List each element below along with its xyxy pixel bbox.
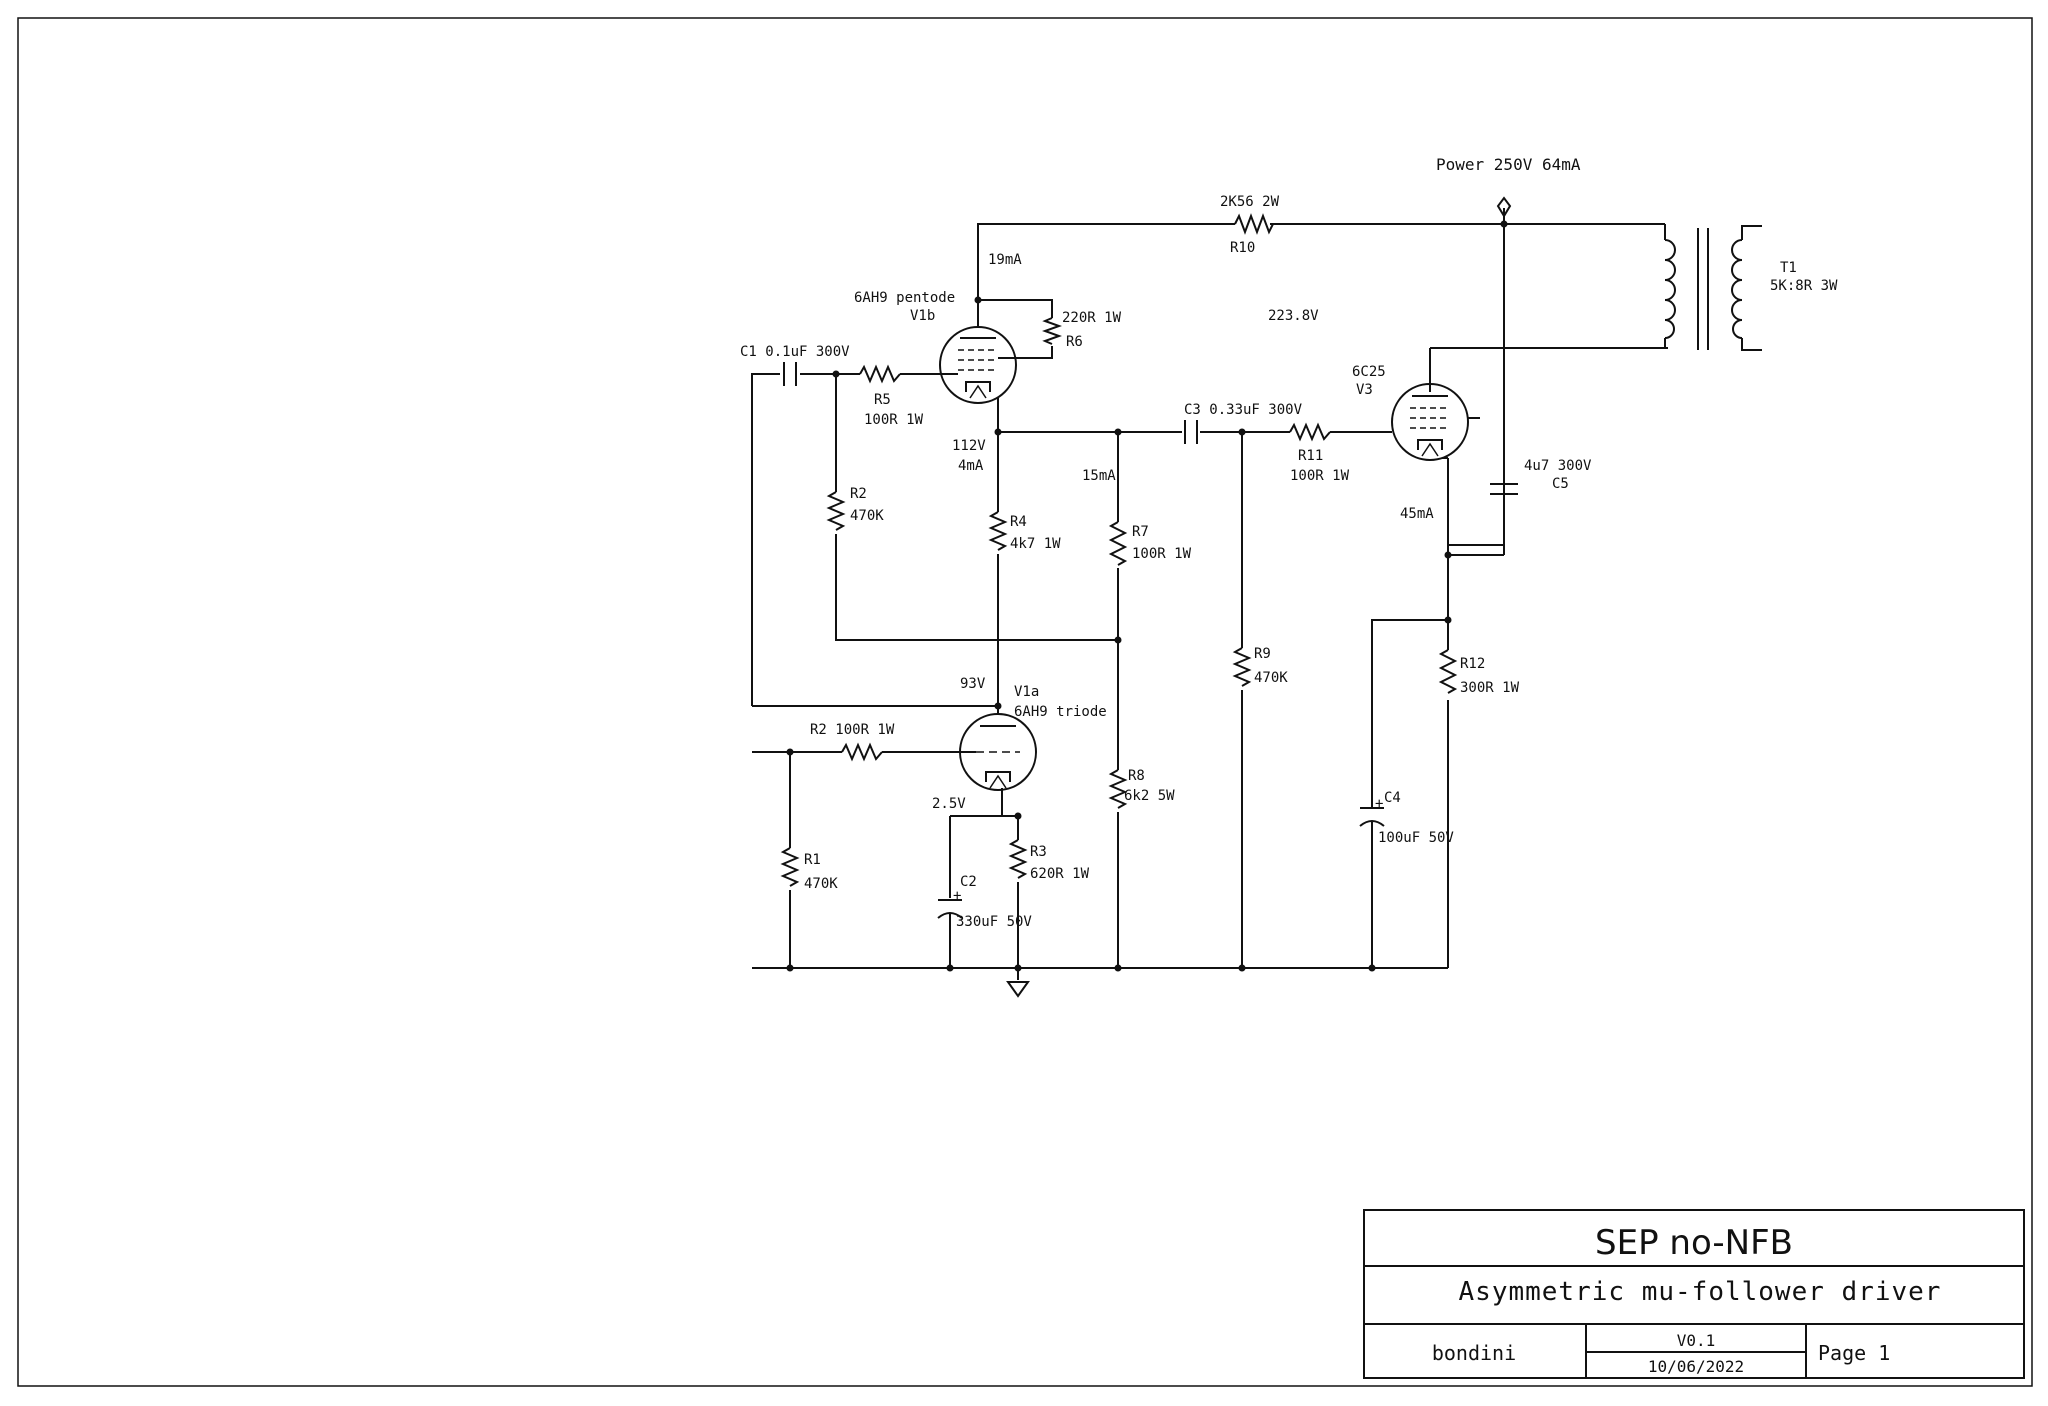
- capacitor-c5: [1490, 470, 1518, 545]
- tube-v1b: [939, 300, 1017, 404]
- capacitor-c3: [1184, 420, 1198, 444]
- r1-value: 470K: [804, 876, 838, 892]
- r3-value: 620R 1W: [1030, 866, 1090, 882]
- c4-ref: C4: [1384, 790, 1401, 806]
- resistor-r2: [826, 491, 846, 531]
- resistor-r8: [1108, 769, 1128, 809]
- capacitor-c1: [783, 362, 797, 386]
- r7-value: 100R 1W: [1132, 546, 1192, 562]
- r12-ref: R12: [1460, 656, 1485, 672]
- title-block-author: bondini: [1432, 1341, 1516, 1365]
- voltage-112: 112V: [952, 438, 986, 454]
- t1-value: 5K:8R 3W: [1770, 278, 1838, 294]
- r9-value: 470K: [1254, 670, 1288, 686]
- resistor-r4: [988, 511, 1008, 551]
- sheet-border: [17, 17, 2033, 1387]
- r11-value: 100R 1W: [1290, 468, 1350, 484]
- r2-value: 470K: [850, 508, 884, 524]
- r8-value: 6k2 5W: [1124, 788, 1175, 804]
- voltage-223: 223.8V: [1268, 308, 1319, 324]
- resistor-r6: [1042, 317, 1062, 345]
- resistor-r10: [1234, 213, 1274, 235]
- resistor-r9: [1232, 647, 1252, 687]
- c2-value: 330uF 50V: [956, 914, 1032, 930]
- transformer-t1: [1664, 225, 1762, 351]
- c1-label: C1 0.1uF 300V: [740, 344, 850, 360]
- v1b-ref: V1b: [910, 308, 935, 324]
- title-block-subtitle: Asymmetric mu-follower driver: [1459, 1277, 1942, 1307]
- resistor-r3: [1008, 839, 1028, 879]
- t1-ref: T1: [1780, 260, 1797, 276]
- r7-ref: R7: [1132, 524, 1149, 540]
- capacitor-c4: +: [1359, 796, 1385, 830]
- r11-ref: R11: [1298, 448, 1323, 464]
- r6-value: 220R 1W: [1062, 310, 1122, 326]
- r12-value: 300R 1W: [1460, 680, 1520, 696]
- current-15ma: 15mA: [1082, 468, 1116, 484]
- current-19ma: 19mA: [988, 252, 1022, 268]
- current-4ma: 4mA: [958, 458, 984, 474]
- title-block-title: SEP no-NFB: [1595, 1223, 1793, 1263]
- r2-ref: R2: [850, 486, 867, 502]
- c2-ref: C2: [960, 874, 977, 890]
- r3-ref: R3: [1030, 844, 1047, 860]
- title-block: SEP no-NFB Asymmetric mu-follower driver…: [1363, 1209, 2025, 1379]
- resistor-r2-grid: [841, 742, 883, 762]
- r9-ref: R9: [1254, 646, 1271, 662]
- v1b-type: 6AH9 pentode: [854, 290, 955, 306]
- v3-type: 6C25: [1352, 364, 1386, 380]
- junctions: [786, 220, 1508, 972]
- c5-value: 4u7 300V: [1524, 458, 1592, 474]
- svg-text:+: +: [1375, 796, 1383, 812]
- r4-ref: R4: [1010, 514, 1027, 530]
- title-block-date: 10/06/2022: [1648, 1357, 1744, 1376]
- wires: [751, 208, 1668, 998]
- resistor-r1: [780, 847, 800, 887]
- tube-v1a: [959, 706, 1037, 791]
- r5-value: 100R 1W: [864, 412, 924, 428]
- c4-value: 100uF 50V: [1378, 830, 1454, 846]
- r2-grid-label: R2 100R 1W: [810, 722, 895, 738]
- r4-value: 4k7 1W: [1010, 536, 1061, 552]
- v3-ref: V3: [1356, 382, 1373, 398]
- voltage-93: 93V: [960, 676, 986, 692]
- title-block-page: Page 1: [1818, 1341, 1890, 1365]
- tube-v3: [1378, 383, 1480, 461]
- voltage-2-5: 2.5V: [932, 796, 966, 812]
- r6-ref: R6: [1066, 334, 1083, 350]
- resistor-r12: [1438, 649, 1458, 694]
- resistor-r5: [859, 364, 901, 384]
- r10-value: 2K56 2W: [1220, 194, 1280, 210]
- c5-ref: C5: [1552, 476, 1569, 492]
- current-45ma: 45mA: [1400, 506, 1434, 522]
- r8-ref: R8: [1128, 768, 1145, 784]
- title-block-version: V0.1: [1677, 1331, 1716, 1350]
- resistor-r7: [1108, 521, 1128, 566]
- c3-label: C3 0.33uF 300V: [1184, 402, 1303, 418]
- v1a-ref: V1a: [1014, 684, 1039, 700]
- svg-text:+: +: [953, 888, 961, 904]
- r1-ref: R1: [804, 852, 821, 868]
- capacitor-c2: +: [937, 888, 963, 920]
- resistor-r11: [1289, 422, 1331, 442]
- v1a-type: 6AH9 triode: [1014, 704, 1107, 720]
- component-labels: Power 250V 64mA 2K56 2W R10 19mA 6AH9 pe…: [740, 155, 1838, 930]
- r10-ref: R10: [1230, 240, 1255, 256]
- power-arrow-icon: [1496, 196, 1512, 218]
- power-label: Power 250V 64mA: [1436, 155, 1581, 174]
- r5-ref: R5: [874, 392, 891, 408]
